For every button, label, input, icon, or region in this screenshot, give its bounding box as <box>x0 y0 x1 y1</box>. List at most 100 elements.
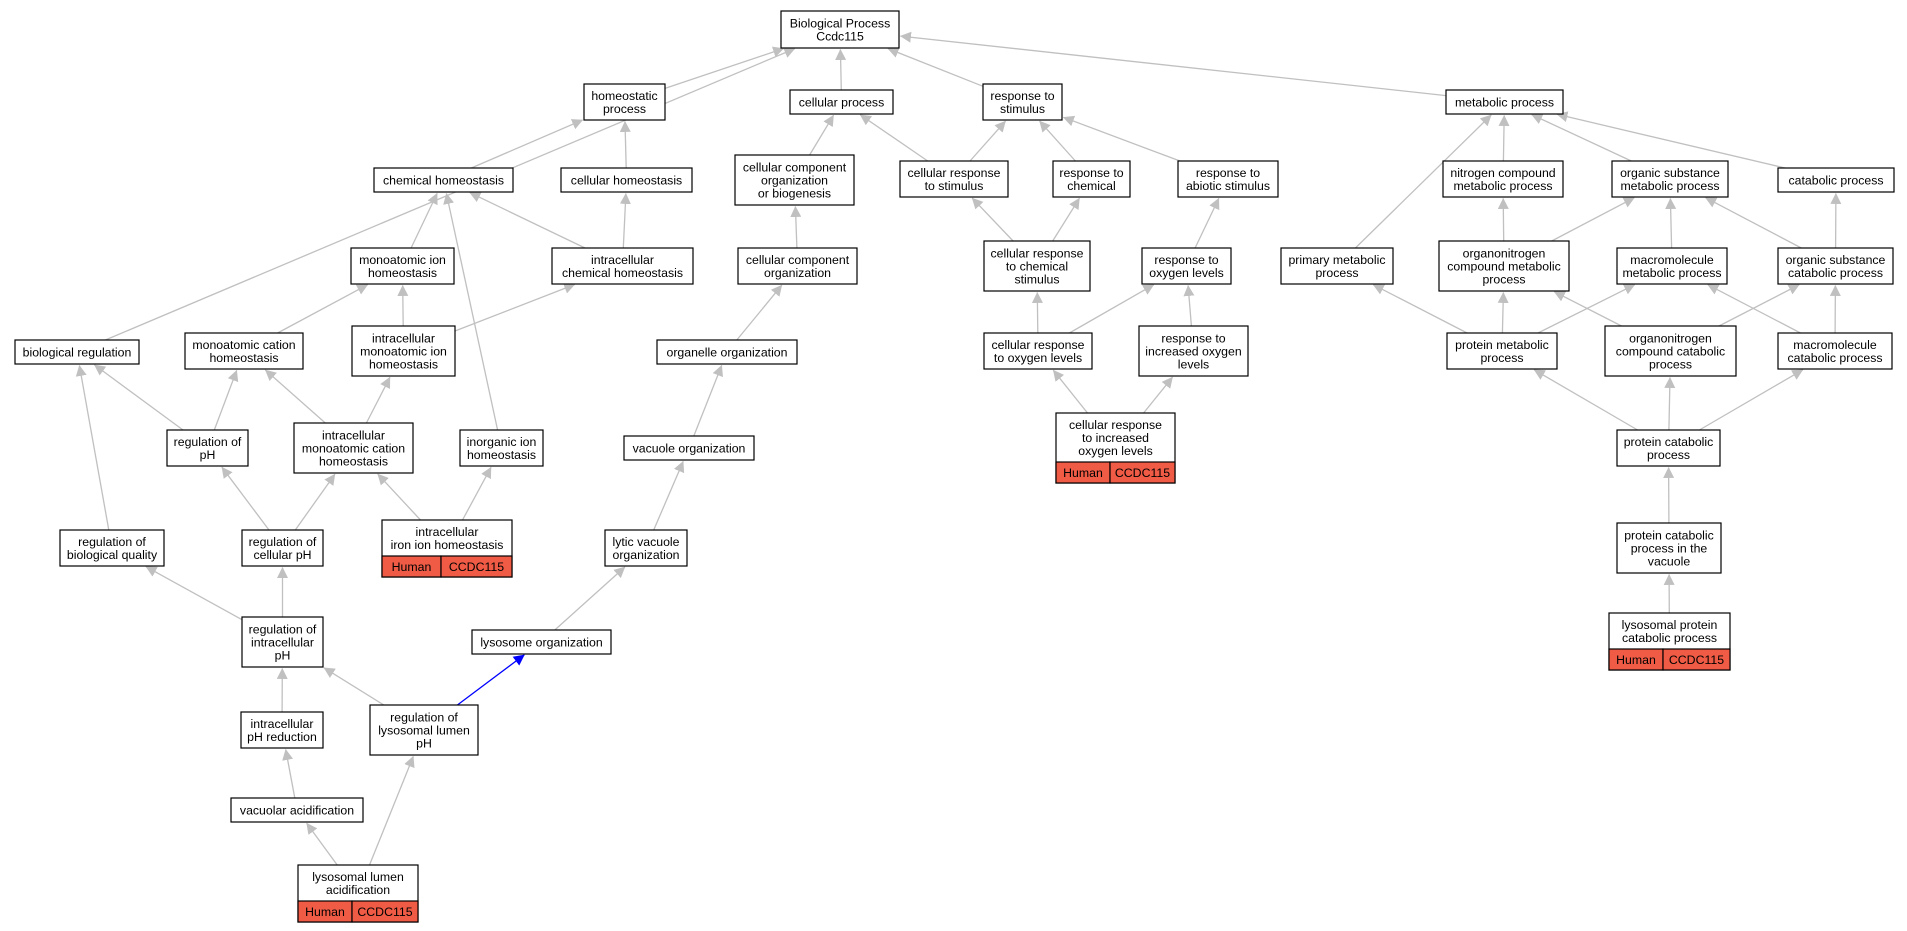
node-label-line: lysosomal lumen <box>378 723 470 737</box>
edge-lytic-vacuole-org-to-vacuole-org <box>653 460 685 531</box>
node-label-line: vacuole <box>1648 554 1691 568</box>
node-label-line: homeostasis <box>368 266 437 280</box>
node-box <box>351 325 456 377</box>
node-label-line: cellular component <box>743 160 847 174</box>
node-box <box>1616 522 1722 574</box>
edge-intra-iron-homeo-to-inorganic-ion-homeo <box>461 466 492 521</box>
edge-response-stimulus-to-root <box>887 47 984 87</box>
node-bio-reg[interactable]: biological regulation <box>14 339 140 365</box>
edge-intra-monoatomic-ion-homeo-to-monoatomic-ion-homeo <box>397 284 409 327</box>
edge-resp-inc-oxygen-to-resp-oxygen <box>1183 284 1195 327</box>
node-label-line: cellular response <box>991 246 1084 260</box>
node-label-line: metabolic process <box>1620 179 1719 193</box>
node-box <box>1777 332 1893 370</box>
node-label-line: to chemical <box>1006 259 1068 273</box>
edge-primary-metab-to-metabolic <box>1354 114 1492 249</box>
node-label-line: pH reduction <box>247 730 317 744</box>
node-chem-homeo[interactable]: chemical homeostasis <box>373 167 514 193</box>
node-catabolic[interactable]: catabolic process <box>1777 167 1895 193</box>
node-box <box>1052 160 1131 198</box>
node-label-line: regulation of <box>174 435 242 449</box>
annotation-cell <box>1662 648 1731 671</box>
node-label-line: homeostasis <box>209 351 278 365</box>
node-label-line: response to <box>1154 253 1218 267</box>
edge-macromol-catab-to-macromol-metab <box>1707 284 1801 334</box>
edge-org-sub-catab-to-org-sub-metab <box>1705 197 1802 249</box>
node-label-line: regulation of <box>249 535 317 549</box>
node-label-line: intracellular <box>591 253 654 267</box>
node-label-line: oxygen levels <box>1149 266 1224 280</box>
node-cell-homeo[interactable]: cellular homeostasis <box>560 167 693 193</box>
annotation-gene: CCDC115 <box>357 905 412 919</box>
edge-lysosomal-lumen-acid-to-vacuolar-acid <box>306 822 338 866</box>
node-label-line: catabolic process <box>1787 351 1882 365</box>
node-box <box>471 629 612 655</box>
annotation-cell <box>1109 461 1176 484</box>
node-label-line: pH <box>200 448 216 462</box>
node-vacuole-org[interactable]: vacuole organization <box>623 435 755 461</box>
node-label-line: monoatomic cation <box>302 441 405 455</box>
node-box <box>982 83 1063 121</box>
annotation-species: Human <box>1063 466 1103 480</box>
node-label-line: protein catabolic <box>1624 435 1714 449</box>
node-box <box>184 332 304 370</box>
node-metabolic[interactable]: metabolic process <box>1445 89 1564 115</box>
edge-lysosomal-lumen-acid-to-reg-lysosomal-ph <box>368 755 415 866</box>
node-vacuolar-acid[interactable]: vacuolar acidification <box>230 797 364 823</box>
node-lysosome-org[interactable]: lysosome organization <box>471 629 612 655</box>
node-label-line: cellular component <box>746 253 850 267</box>
node-label-line: regulation of <box>249 622 317 636</box>
edge-cell-resp-stim-to-cellular-process <box>859 114 929 162</box>
node-box <box>1616 429 1721 467</box>
node-cellular-process[interactable]: cellular process <box>789 89 894 115</box>
annotation-cell <box>351 900 419 923</box>
node-box <box>240 711 324 749</box>
node-label-line: vacuolar acidification <box>240 803 354 817</box>
node-box <box>983 240 1091 292</box>
node-label-line: catabolic process <box>1622 631 1717 645</box>
edge-cell-resp-inc-oxygen-to-resp-inc-oxygen <box>1143 376 1174 414</box>
node-label-line: homeostasis <box>467 448 536 462</box>
node-organelle-org[interactable]: organelle organization <box>656 339 798 365</box>
